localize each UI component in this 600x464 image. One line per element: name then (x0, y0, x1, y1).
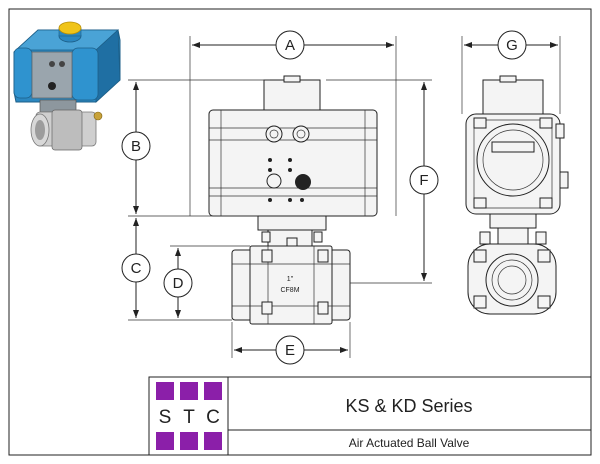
logo-letter-s: S (159, 407, 172, 428)
dimension-a-label: A (285, 37, 295, 54)
valve-material-marking: CF8M (280, 287, 299, 294)
logo-letter-t: T (183, 407, 195, 428)
dimension-c-label: C (131, 260, 142, 277)
series-title: KS & KD Series (345, 396, 472, 416)
front-view: 1" CF8M (208, 75, 378, 325)
dimension-e-label: E (285, 342, 295, 359)
position-indicator-icon (58, 21, 82, 35)
dimension-lines (121, 30, 561, 365)
drawing-description: Air Actuated Ball Valve (349, 436, 470, 450)
dimension-g-label: G (506, 37, 518, 54)
valve-size-marking: 1" (287, 276, 294, 283)
isometric-thumbnail (13, 21, 121, 151)
dimension-f-label: F (419, 172, 428, 189)
actuator-body (208, 109, 378, 217)
side-view (465, 75, 569, 315)
title-block: S T C KS & KD Series Air Actuated Ball V… (148, 376, 592, 456)
stc-logo (156, 382, 222, 450)
dimension-d-label: D (173, 275, 184, 292)
logo-letter-c: C (206, 407, 220, 428)
dimension-b-label: B (131, 138, 141, 155)
